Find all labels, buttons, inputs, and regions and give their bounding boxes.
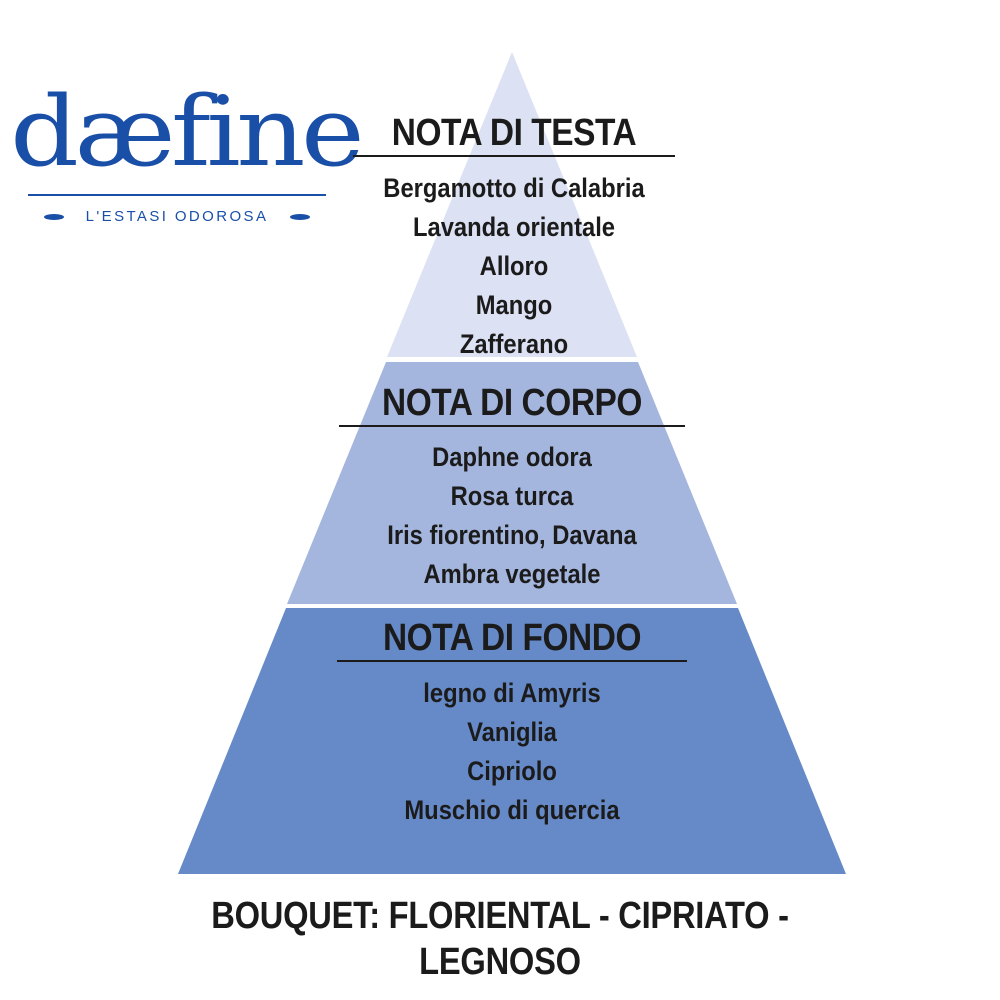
right-ornament-icon xyxy=(290,213,311,220)
bouquet-caption: BOUQUET: FLORIENTAL - CIPRIATO - LEGNOSO xyxy=(211,895,789,983)
middle-notes-title: NOTA DI CORPO xyxy=(382,382,642,424)
list-item: Ambra vegetale xyxy=(423,559,601,589)
top-notes-title: NOTA DI TESTA xyxy=(391,112,637,154)
list-item: Lavanda orientale xyxy=(412,212,616,242)
list-item: Rosa turca xyxy=(450,481,574,511)
middle-notes-section: NOTA DI CORPO Daphne odora Rosa turca Ir… xyxy=(338,382,686,594)
top-notes-section: NOTA DI TESTA Bergamotto di Calabria Lav… xyxy=(352,112,676,364)
pyramid-top-tier xyxy=(387,52,637,357)
brand-logo: dæfine L'ESTASI ODOROSA xyxy=(10,78,365,226)
middle-notes-rule xyxy=(339,425,685,427)
base-notes-title: NOTA DI FONDO xyxy=(382,617,642,659)
list-item: Zafferano xyxy=(459,329,569,359)
list-item: legno di Amyris xyxy=(423,678,601,708)
pyramid-base-tier xyxy=(178,608,846,874)
base-notes-rule xyxy=(337,660,687,662)
pyramid-middle-tier xyxy=(287,362,737,604)
list-item: Iris fiorentino, Davana xyxy=(387,520,637,550)
logo-wordmark: dæfine xyxy=(10,76,365,188)
list-item: Muschio di quercia xyxy=(404,795,620,825)
list-item: Mango xyxy=(475,290,553,320)
base-notes-section: NOTA DI FONDO legno di Amyris Vaniglia C… xyxy=(336,617,688,830)
list-item: Vaniglia xyxy=(467,717,557,747)
list-item: Alloro xyxy=(479,251,549,281)
left-ornament-icon xyxy=(43,213,64,220)
base-notes-list: legno di Amyris Vaniglia Cipriolo Muschi… xyxy=(336,674,688,830)
top-notes-list: Bergamotto di Calabria Lavanda orientale… xyxy=(352,169,676,364)
list-item: Bergamotto di Calabria xyxy=(383,173,645,203)
logo-tagline: L'ESTASI ODOROSA xyxy=(85,207,269,225)
list-item: Daphne odora xyxy=(432,442,592,472)
middle-notes-list: Daphne odora Rosa turca Iris fiorentino,… xyxy=(338,438,686,594)
list-item: Cipriolo xyxy=(467,756,557,786)
logo-tagline-row: L'ESTASI ODOROSA xyxy=(28,208,326,226)
logo-divider xyxy=(28,194,326,196)
top-notes-rule xyxy=(353,155,675,157)
